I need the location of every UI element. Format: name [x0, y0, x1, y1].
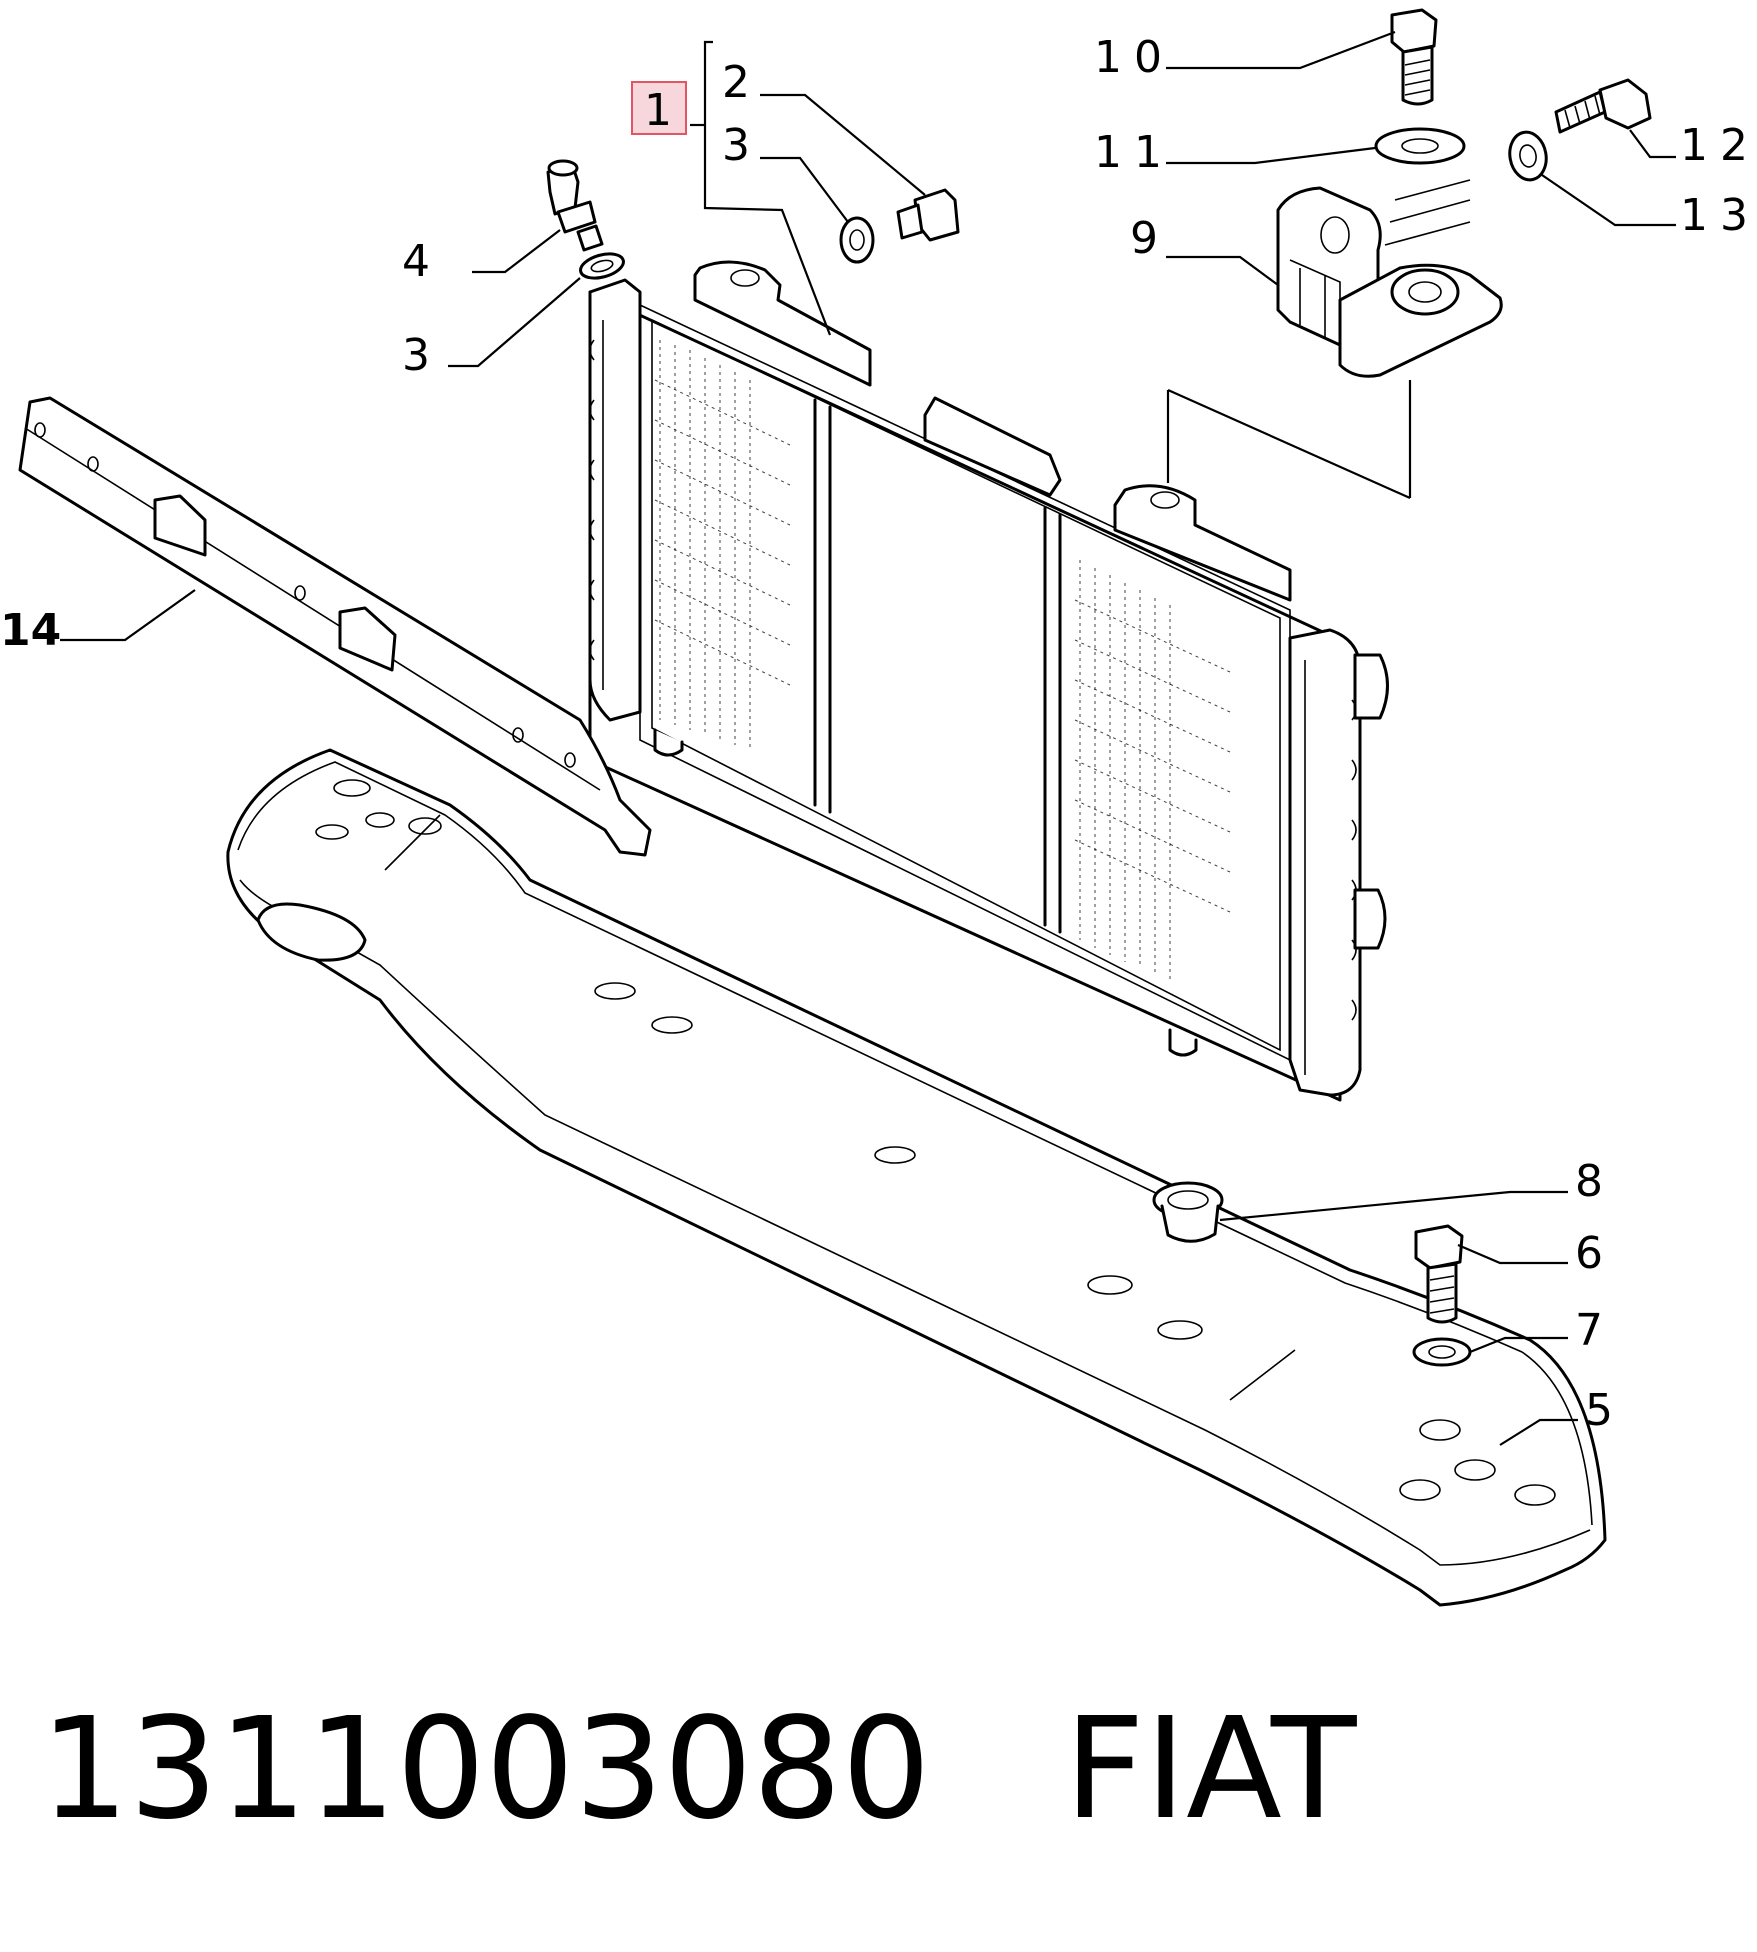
- bleed-valve: [546, 159, 604, 252]
- callout-2: 2: [722, 57, 750, 108]
- bolt-12: [1554, 78, 1652, 134]
- callout-6: 6: [1575, 1228, 1603, 1279]
- upper-crossmember-14: [18, 396, 652, 857]
- lower-crossmember-5: [226, 748, 1607, 1607]
- callout-13: 13: [1680, 190, 1757, 241]
- washer-13: [1508, 130, 1548, 182]
- bolt-6: [1414, 1224, 1464, 1324]
- callout-3b: 3: [402, 330, 430, 381]
- drain-plug: [896, 188, 960, 242]
- part-number: 1311003080: [40, 1688, 931, 1851]
- highlight-box-1: [631, 81, 687, 135]
- washer-3a: [839, 216, 875, 264]
- radiator: [588, 260, 1389, 1102]
- callout-14: 14: [0, 605, 61, 656]
- callout-4: 4: [402, 236, 430, 287]
- brand-name: FIAT: [1064, 1688, 1357, 1851]
- callout-1: 1: [644, 85, 672, 136]
- radiator-core-right: [1074, 560, 1231, 980]
- part-number-caption: 1311003080 FIAT: [40, 1700, 1357, 1840]
- callout-8: 8: [1575, 1156, 1603, 1207]
- parts-diagram: 1 2 3 4 3 10 11 12 13 9 14 8 6 7 5: [0, 8, 1757, 1607]
- callout-3a: 3: [722, 120, 750, 171]
- callout-12: 12: [1680, 120, 1757, 171]
- bolt-10: [1390, 8, 1438, 106]
- washer-3b: [579, 252, 625, 280]
- leader-lines: [60, 30, 1676, 1446]
- radiator-core-left: [654, 340, 791, 750]
- washer-11: [1374, 127, 1466, 165]
- callout-5: 5: [1585, 1385, 1613, 1436]
- bushing-8: [1152, 1181, 1224, 1243]
- mount-bracket-9: [1276, 179, 1503, 378]
- callout-11: 11: [1094, 127, 1174, 178]
- callout-10: 10: [1094, 32, 1174, 83]
- callout-7: 7: [1575, 1305, 1603, 1356]
- washer-7: [1412, 1337, 1472, 1367]
- callout-9: 9: [1130, 213, 1158, 264]
